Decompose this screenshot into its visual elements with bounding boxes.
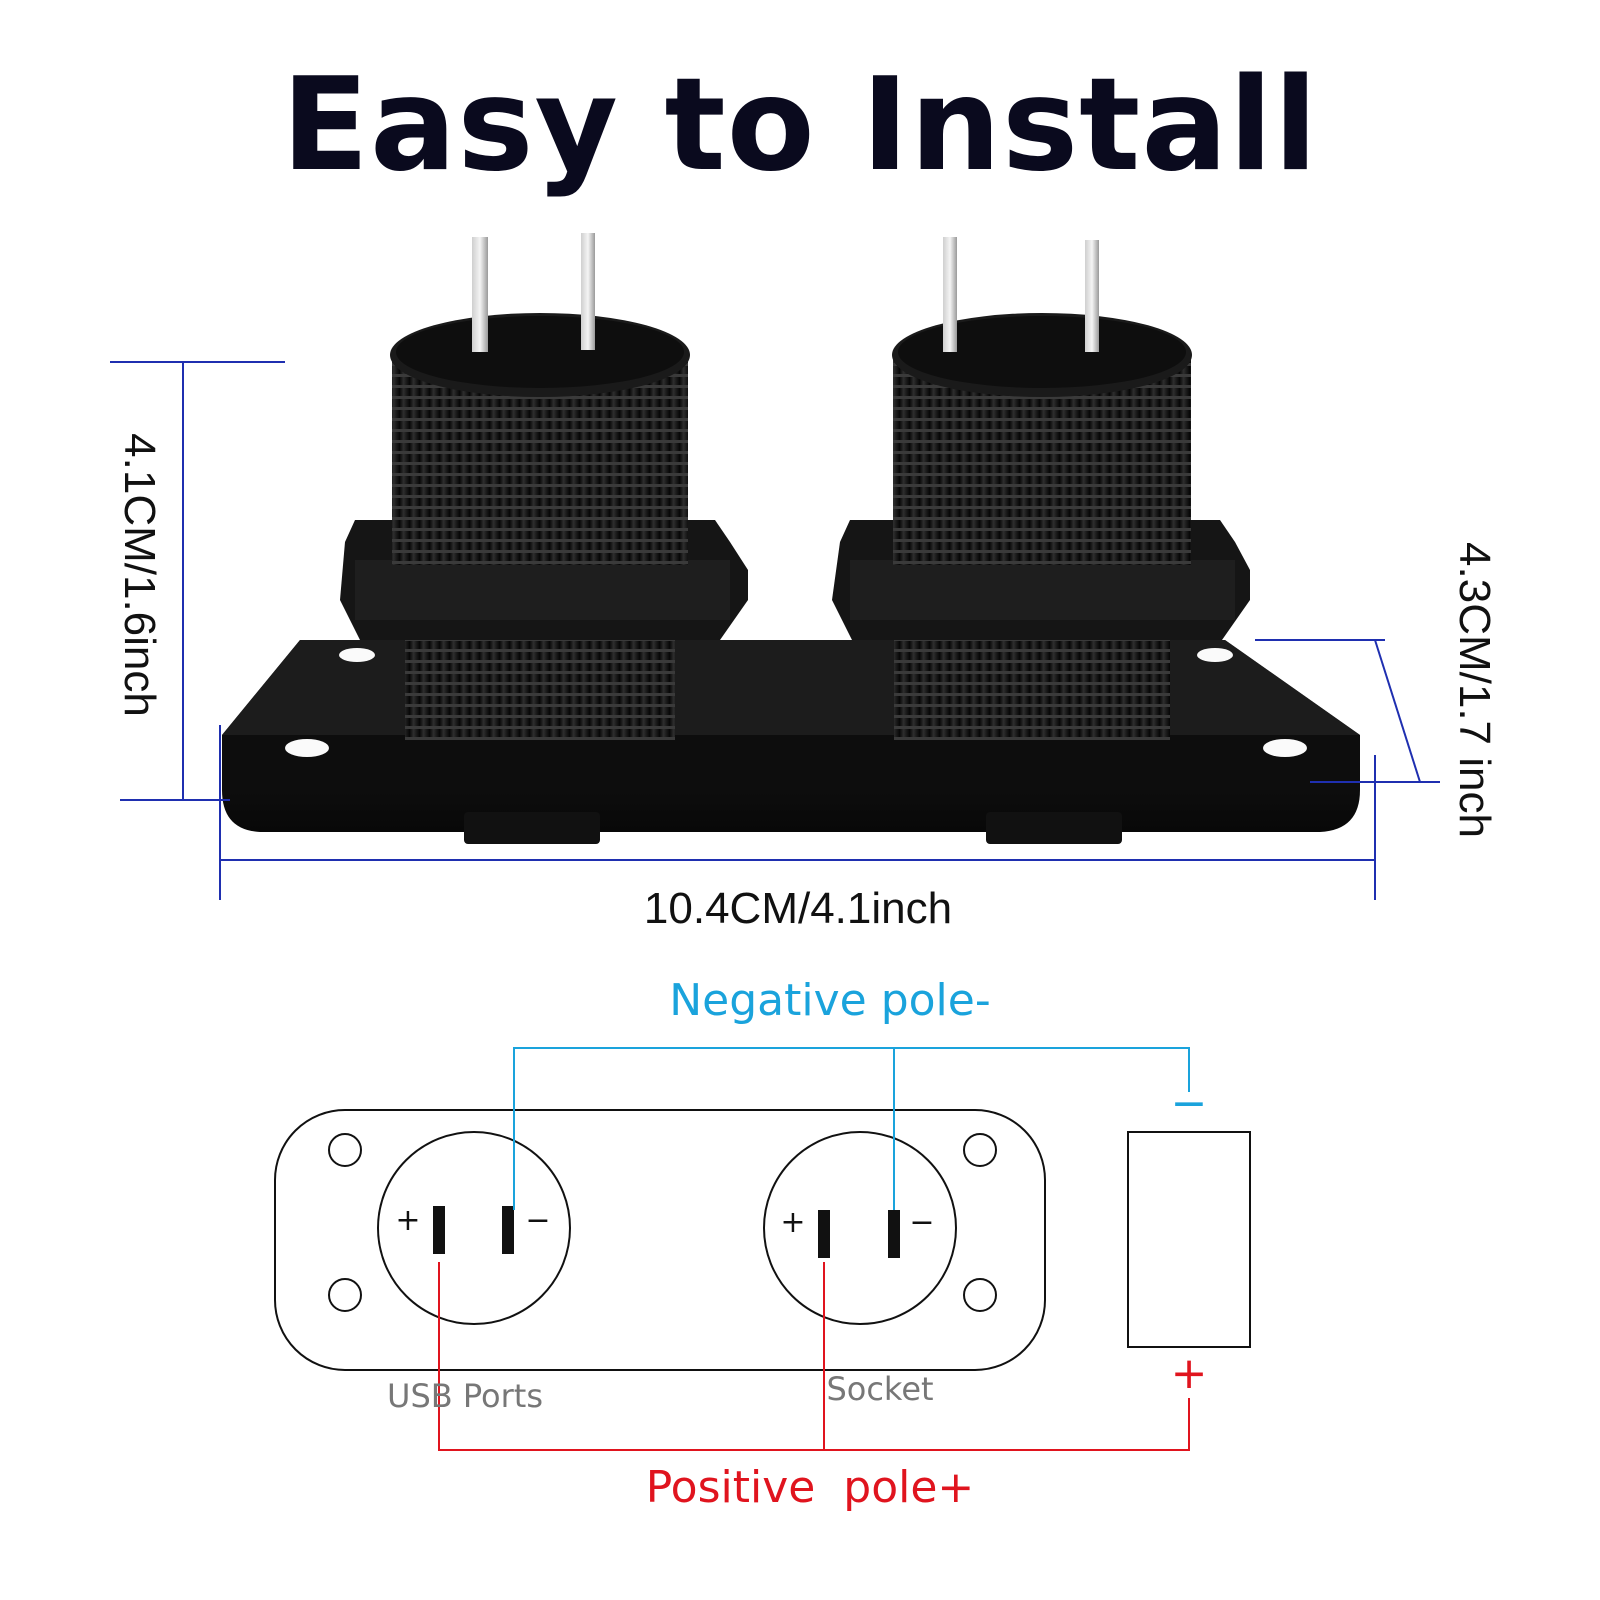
minus-sign: − [909,1205,934,1240]
mounting-hole [963,1278,997,1312]
socket-terminal: + − [763,1131,957,1325]
mounting-plate [222,640,1360,844]
plus-sign: + [780,1205,805,1240]
mounting-hole [328,1133,362,1167]
width-dimension: 10.4CM/4.1inch [644,884,952,933]
panel-outline [274,1109,1046,1371]
negative-wire [513,1047,1190,1210]
retaining-clip [464,812,600,844]
mounting-hole [339,648,375,662]
mounting-hole [1197,648,1233,662]
usb-port-terminal: + − [377,1131,571,1325]
positive-wire [438,1262,1190,1451]
terminal-pin [943,237,957,352]
minus-sign: − [525,1203,550,1238]
battery: − + [1127,1078,1251,1399]
mounting-hole [963,1133,997,1167]
positive-pole-label: Positive pole+ [646,1462,975,1513]
dimension-lines [110,361,1440,900]
negative-pole-label: Negative pole- [669,975,990,1026]
usb-port-socket [340,233,748,740]
retaining-clip [986,812,1122,844]
page-title: Easy to Install [281,51,1319,200]
socket-label: Socket [826,1370,933,1408]
height-dimension-left: 4.1CM/1.6inch [115,433,164,717]
battery-plus: + [1171,1348,1208,1399]
cigarette-socket [832,237,1250,740]
usb-ports-label: USB Ports [387,1377,543,1415]
plus-sign: + [395,1203,420,1238]
terminal-pin [1085,240,1099,352]
mounting-hole [285,739,329,757]
height-dimension-right: 4.3CM/1.7 inch [1450,542,1499,838]
mounting-hole [328,1278,362,1312]
mounting-hole [1263,739,1307,757]
